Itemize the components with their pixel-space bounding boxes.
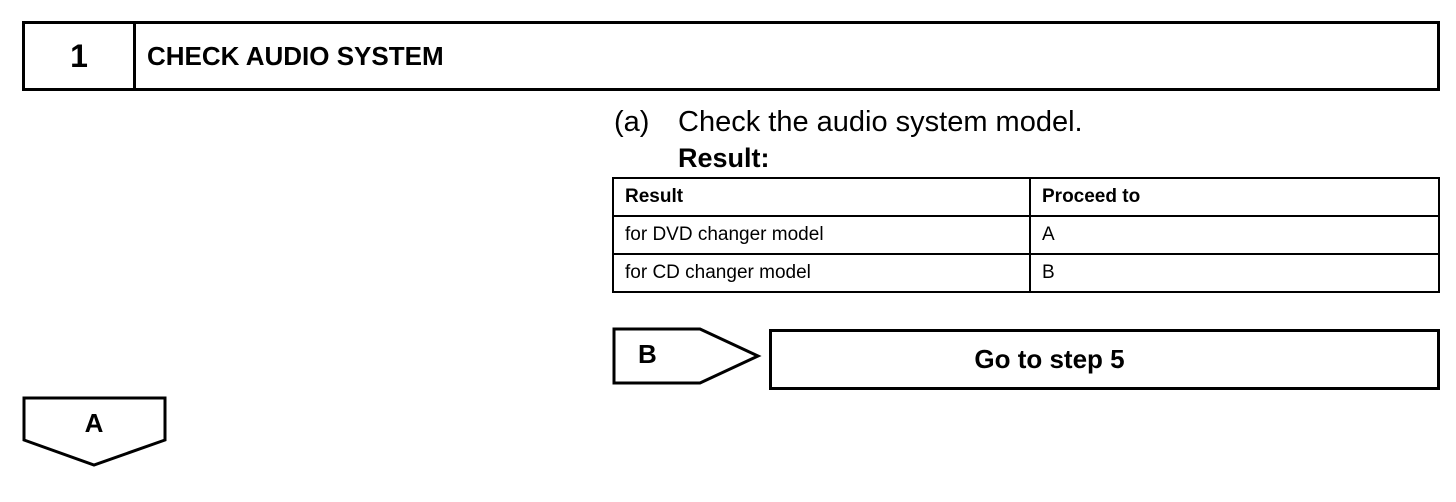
table-header-row: Result Proceed to xyxy=(612,177,1440,217)
down-arrow-icon xyxy=(22,396,167,467)
right-arrow-icon xyxy=(612,327,762,385)
step-number: 1 xyxy=(25,24,136,88)
branch-a-label: A xyxy=(84,408,104,438)
instruction-text: Check the audio system model. xyxy=(678,106,1083,138)
result-table: Result Proceed to for DVD changer model … xyxy=(612,177,1440,293)
branch-a-arrow: A xyxy=(22,396,168,468)
step-title: CHECK AUDIO SYSTEM xyxy=(147,40,444,71)
table-cell-result: for CD changer model xyxy=(612,253,1031,293)
step-header: 1 CHECK AUDIO SYSTEM xyxy=(22,21,1440,91)
table-cell-proceed: B xyxy=(1029,253,1440,293)
table-cell-result: for DVD changer model xyxy=(612,215,1031,255)
table-row: for CD changer model B xyxy=(612,253,1440,293)
instruction: (a) Check the audio system model. xyxy=(614,104,1083,140)
result-label: Result: xyxy=(678,143,770,173)
table-row: for DVD changer model A xyxy=(612,215,1440,255)
goto-step-box: Go to step 5 xyxy=(769,329,1440,390)
instruction-marker: (a) xyxy=(614,106,650,138)
table-header-proceed: Proceed to xyxy=(1029,177,1440,217)
table-cell-proceed: A xyxy=(1029,215,1440,255)
table-header-result: Result xyxy=(612,177,1031,217)
branch-b-label: B xyxy=(638,339,657,369)
branch-b-arrow: B xyxy=(612,327,762,385)
